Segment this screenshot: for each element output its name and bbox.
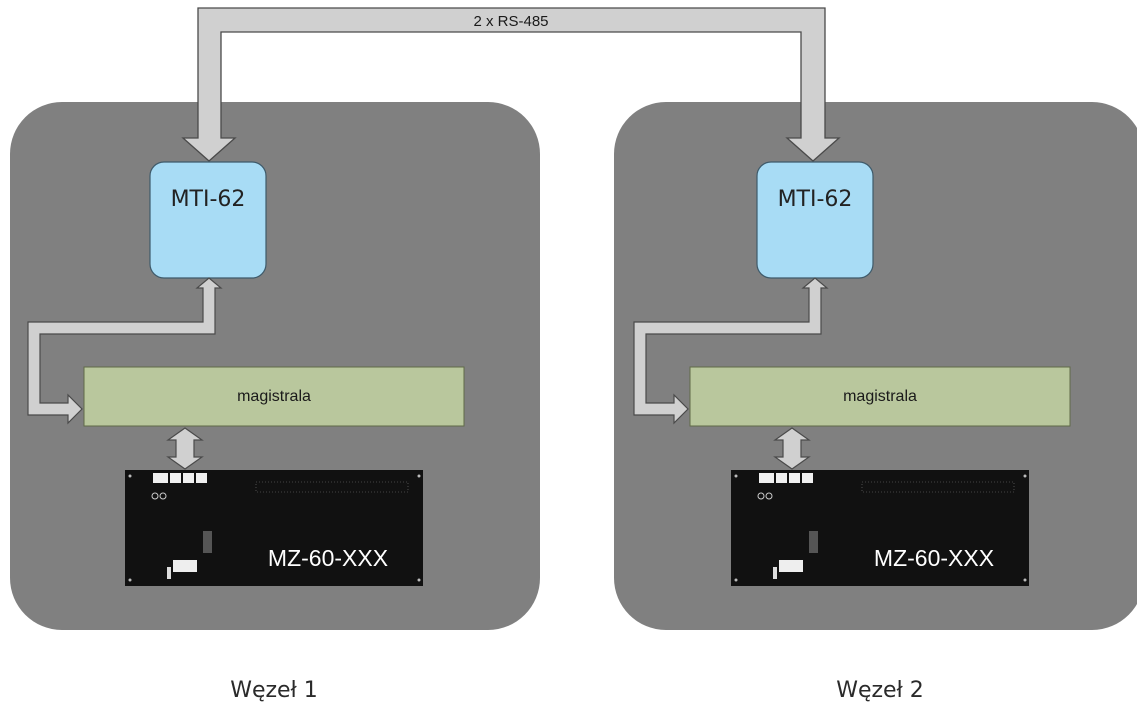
node-2-mti-label: MTI-62 bbox=[778, 187, 853, 212]
node-2-bus-label: magistrala bbox=[843, 388, 917, 405]
node-1-bus bbox=[83, 366, 465, 427]
node-2-bus-mti-arrow bbox=[633, 277, 829, 425]
node-1-panel bbox=[125, 470, 423, 586]
node-2-panel bbox=[731, 470, 1029, 586]
node-1-panel-label: MZ-60-XXX bbox=[268, 545, 388, 571]
node-2-mti-module bbox=[756, 161, 874, 279]
node-2-bus-panel-arrow bbox=[773, 427, 811, 470]
node-1-caption: Węzeł 1 bbox=[230, 678, 318, 703]
rs485-link-label: 2 x RS-485 bbox=[473, 13, 548, 30]
rs485-link-arrow bbox=[181, 7, 841, 162]
node-1-mti-module bbox=[149, 161, 267, 279]
node-1-bus-mti-arrow bbox=[27, 277, 223, 425]
node-2-bus bbox=[689, 366, 1071, 427]
node-2-panel-label: MZ-60-XXX bbox=[874, 545, 994, 571]
node-1-bus-panel-arrow bbox=[166, 427, 204, 470]
node-1-mti-label: MTI-62 bbox=[171, 187, 246, 212]
node-2-caption: Węzeł 2 bbox=[836, 678, 924, 703]
node-1-bus-label: magistrala bbox=[237, 388, 311, 405]
